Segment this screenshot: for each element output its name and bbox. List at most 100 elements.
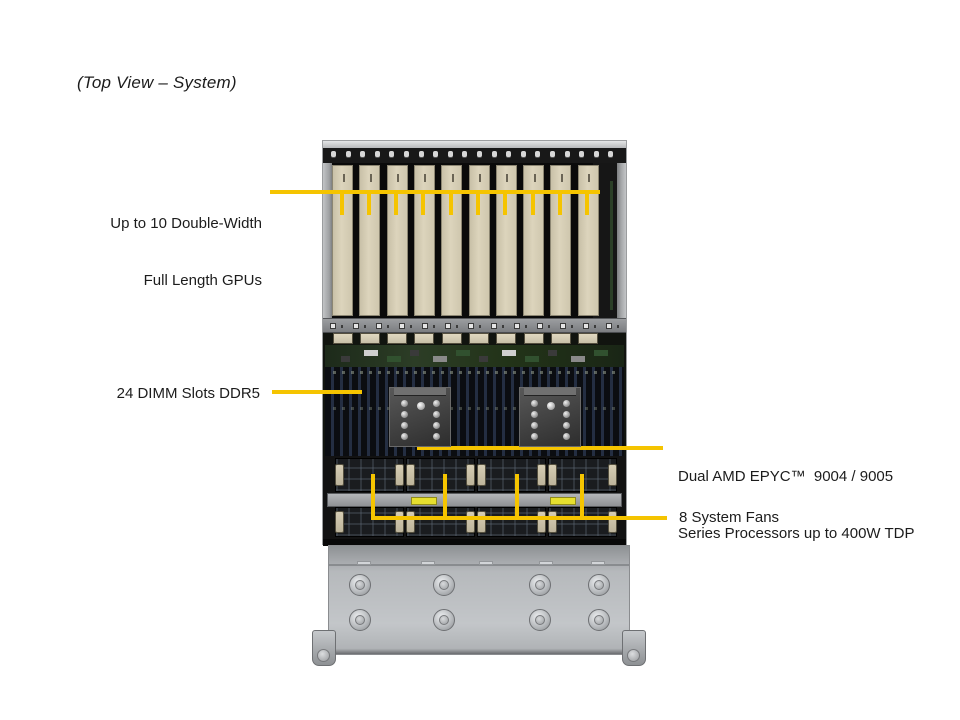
heatsink-spring-screw	[433, 400, 440, 407]
rail-hole	[433, 325, 435, 328]
gpu-slot	[495, 165, 517, 316]
bracket-screw	[374, 151, 380, 157]
fan-callout-tick	[515, 474, 519, 520]
rail-screw	[491, 323, 497, 329]
fan-clip	[537, 464, 546, 486]
chassis-top-rail	[323, 141, 626, 148]
server-chassis-top-view	[322, 140, 627, 546]
system-fan	[548, 507, 617, 537]
system-fan	[406, 458, 475, 492]
chassis-cross-brace	[323, 318, 626, 333]
system-fan	[477, 458, 546, 492]
thumbscrew	[588, 574, 610, 596]
bracket-screw	[389, 151, 395, 157]
bracket-screw	[564, 151, 570, 157]
bracket-screw	[433, 151, 439, 157]
panel-seam-tab	[539, 561, 553, 565]
heatsink-spring-screw	[433, 433, 440, 440]
heatsink-top-bar	[524, 388, 576, 396]
front-panel-seam	[329, 564, 629, 566]
chassis-foot-right	[622, 630, 646, 666]
rail-screw	[445, 323, 451, 329]
gpu-callout-tick	[476, 190, 480, 215]
bracket-screw	[462, 151, 468, 157]
rail-screw	[537, 323, 543, 329]
bracket-screw	[520, 151, 526, 157]
heatsink-spring-screw	[401, 411, 408, 418]
heatsink-spring-screw	[531, 400, 538, 407]
rail-screw	[399, 323, 405, 329]
thumbscrew	[529, 574, 551, 596]
pcb-component	[456, 350, 470, 356]
rail-hole	[617, 325, 619, 328]
gpu-callout-tick	[503, 190, 508, 215]
gpu-bay	[323, 163, 626, 318]
chassis-foot-left	[312, 630, 336, 666]
riser-connector-tab	[523, 333, 544, 344]
gpu-callout-line	[270, 190, 600, 194]
rail-hole	[502, 325, 504, 328]
gpu-bay-right-rail	[617, 163, 626, 318]
panel-seam-tab	[591, 561, 605, 565]
gpu-label-line2: Full Length GPUs	[143, 272, 262, 289]
gpu-slot	[523, 165, 545, 316]
riser-connector-tab	[387, 333, 408, 344]
bracket-screw	[491, 151, 497, 157]
system-fan	[335, 458, 404, 492]
rail-screw	[376, 323, 382, 329]
rail-hole	[410, 325, 412, 328]
riser-connector-tab	[550, 333, 571, 344]
gpu-slot	[550, 165, 572, 316]
system-fan	[335, 507, 404, 537]
cpu-heatsink	[389, 387, 451, 447]
gpu-callout-tick	[530, 190, 535, 215]
fan-cage-crossbar	[327, 493, 622, 507]
heatsink-spring-screw	[433, 422, 440, 429]
gpu-callout-tick	[557, 190, 562, 215]
heatsink-top-bar	[394, 388, 446, 396]
rail-screw	[606, 323, 612, 329]
thumbscrew	[349, 609, 371, 631]
fan-clip	[335, 464, 344, 486]
cpu-label-line2: Series Processors up to 400W TDP	[678, 525, 915, 542]
fan-clip	[608, 464, 617, 486]
fan-clip	[608, 511, 617, 533]
panel-seam-tab	[357, 561, 371, 565]
heatsink-center-screw	[547, 402, 555, 410]
callout-label-cpu: Dual AMD EPYC™ 9004 / 9005 Series Proces…	[678, 429, 948, 581]
callout-label-dimm: 24 DIMM Slots DDR5	[116, 385, 260, 402]
thumbscrew	[433, 609, 455, 631]
pcb-component	[364, 350, 378, 356]
fan-callout-line	[371, 516, 667, 520]
gpu-callout-tick	[421, 190, 426, 215]
thumbscrew	[349, 574, 371, 596]
riser-connector-tab	[332, 333, 353, 344]
pcb-component	[410, 350, 419, 356]
heatsink-spring-screw	[433, 411, 440, 418]
bracket-screw	[447, 151, 453, 157]
pcb-component	[502, 350, 516, 356]
fan-clip	[406, 511, 415, 533]
rail-hole	[341, 325, 343, 328]
pcb-component	[341, 356, 350, 362]
pcb-strip	[325, 345, 624, 367]
heatsink-spring-screw	[401, 433, 408, 440]
rail-screw	[422, 323, 428, 329]
bracket-screw	[593, 151, 599, 157]
heatsink-spring-screw	[563, 400, 570, 407]
rail-hole	[456, 325, 458, 328]
heatsink-spring-screw	[531, 422, 538, 429]
pcb-component	[387, 356, 401, 362]
rail-hole	[479, 325, 481, 328]
riser-connector-tab	[578, 333, 599, 344]
fan-callout-tick	[371, 474, 375, 520]
heatsink-center-screw	[417, 402, 425, 410]
gpu-slot	[413, 165, 435, 316]
rail-screw	[583, 323, 589, 329]
fan-clip	[548, 511, 557, 533]
motherboard-area	[323, 333, 626, 456]
riser-connector-tab	[496, 333, 517, 344]
rail-hole	[364, 325, 366, 328]
heatsink-spring-screw	[563, 411, 570, 418]
